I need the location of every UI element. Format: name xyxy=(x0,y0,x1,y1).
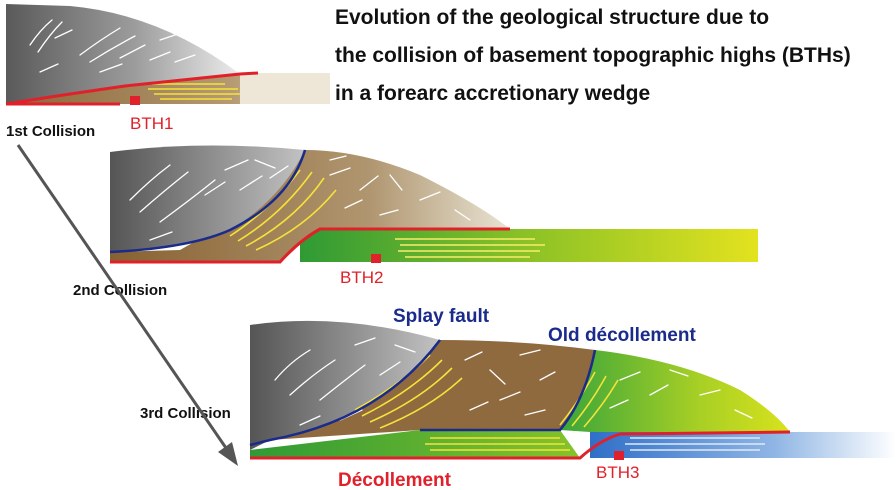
splay-fault-label: Splay fault xyxy=(393,306,490,327)
stage-1-section: BTH1 1st Collision xyxy=(5,4,330,140)
stage-3-splay-fault xyxy=(249,339,441,447)
stage-1-incoming-sediment xyxy=(240,73,330,104)
old-decollement-label: Old décollement xyxy=(548,325,696,346)
stage-3-decollement xyxy=(250,430,791,460)
stage-3-old-decollement-line xyxy=(420,349,597,432)
bth1-marker xyxy=(130,96,140,105)
stage-1-label: 1st Collision xyxy=(6,123,95,140)
stage-3-section: BTH3 3rd Collision Splay fault Old décol… xyxy=(140,306,896,490)
bth2-marker xyxy=(371,254,381,263)
stage-3-deformation-marks xyxy=(274,337,753,426)
timeline-arrow-shaft xyxy=(16,144,228,449)
bth2-label: BTH2 xyxy=(340,268,383,287)
stage-3-label: 3rd Collision xyxy=(140,405,231,422)
stage-2-old-wedge xyxy=(110,145,305,252)
stage-2-decollement xyxy=(110,227,510,264)
stage-2-label: 2nd Collision xyxy=(73,282,167,299)
stage-3-old-wedge xyxy=(250,320,440,450)
stage-2-incoming-strata xyxy=(395,238,545,258)
title-line-1: Evolution of the geological structure du… xyxy=(335,6,769,29)
stage-2-section: BTH2 2nd Collision xyxy=(73,145,758,299)
stage-3-yellow-strata-lower xyxy=(425,437,570,451)
title-line-3: in a forearc accretionary wedge xyxy=(335,82,650,105)
timeline-arrow-head xyxy=(218,442,238,466)
bth3-label: BTH3 xyxy=(596,463,639,482)
title-block: Evolution of the geological structure du… xyxy=(335,6,851,105)
stage-1-decollement xyxy=(5,71,259,106)
decollement-label: Décollement xyxy=(338,470,452,490)
timeline-arrow xyxy=(16,144,238,466)
stage-2-deformation-marks xyxy=(129,155,471,241)
stage-1-yellow-strata xyxy=(148,83,240,100)
stage-2-yellow-strata xyxy=(229,169,337,251)
stage-1-deformation-marks xyxy=(29,19,196,73)
stage-3-incoming-strata xyxy=(625,437,765,451)
title-line-2: the collision of basement topographic hi… xyxy=(335,44,851,67)
stage-3-incoming-sediment xyxy=(590,432,896,458)
stage-3-green-sediment xyxy=(250,430,580,458)
bth1-label: BTH1 xyxy=(130,114,173,133)
stage-2-fault xyxy=(109,149,307,254)
stage-3-green-wedge xyxy=(560,350,790,432)
bth3-marker xyxy=(614,451,624,460)
